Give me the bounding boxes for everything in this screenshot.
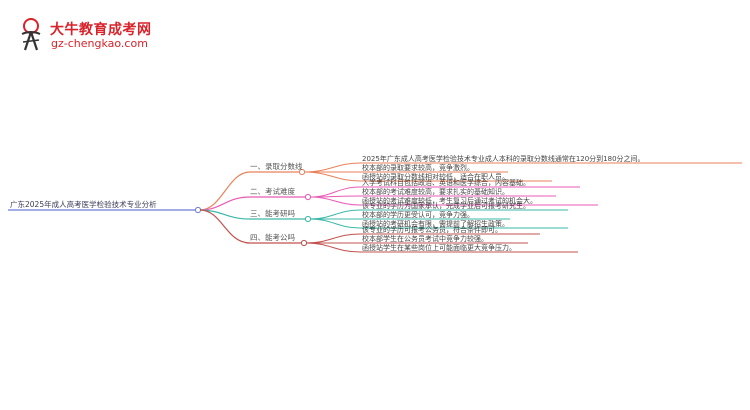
leaf-item: 函授站的考研机会有限，需提前了解招生政策。	[362, 220, 509, 228]
mindmap-root: 广东2025年成人高考医学检验技术专业分析	[10, 200, 157, 209]
branch-label-admission-score: 一、录取分数线	[250, 162, 303, 171]
branch-label-postgraduate: 三、能考研吗	[250, 209, 295, 218]
leaf-item: 校本部的学历更受认可，竞争力强。	[362, 211, 474, 219]
logo-url: gz-chengkao.com	[51, 37, 148, 50]
leaf-item: 校本部学生在公务员考试中竞争力较强。	[362, 235, 488, 243]
leaf-item: 校本部的录取要求较高，竞争激烈。	[362, 164, 474, 172]
leaf-item: 该专业的学历为国家承认，完成学业后可报考研究生。	[362, 202, 530, 210]
site-logo[interactable]: 大牛教育成考网 gz-chengkao.com	[18, 18, 168, 54]
leaf-item: 函授站学生在某些岗位上可能面临更大竞争压力。	[362, 244, 516, 252]
leaf-item: 该专业的学历可报考公务员，符合条件即可。	[362, 226, 502, 234]
mascot-logo-icon	[21, 18, 41, 51]
branch-label-exam-difficulty: 二、考试难度	[250, 187, 295, 196]
leaf-item: 入学考试科目包括政治、英语和医学综合，内容基础。	[362, 179, 530, 187]
leaf-item: 函授站的录取分数线相对较低，适合在职人员。	[362, 173, 509, 181]
logo-title: 大牛教育成考网	[50, 22, 152, 38]
leaf-item: 2025年广东成人高考医学检验技术专业成人本科的录取分数线通常在120分到180…	[362, 155, 645, 163]
leaf-item: 校本部的考试难度较高，要求扎实的基础知识。	[362, 188, 509, 196]
leaf-item: 函授站的考试难度较低，考生复习后通过考试的机会大。	[362, 197, 537, 205]
branch-label-civil-service: 四、能考公吗	[250, 233, 295, 242]
